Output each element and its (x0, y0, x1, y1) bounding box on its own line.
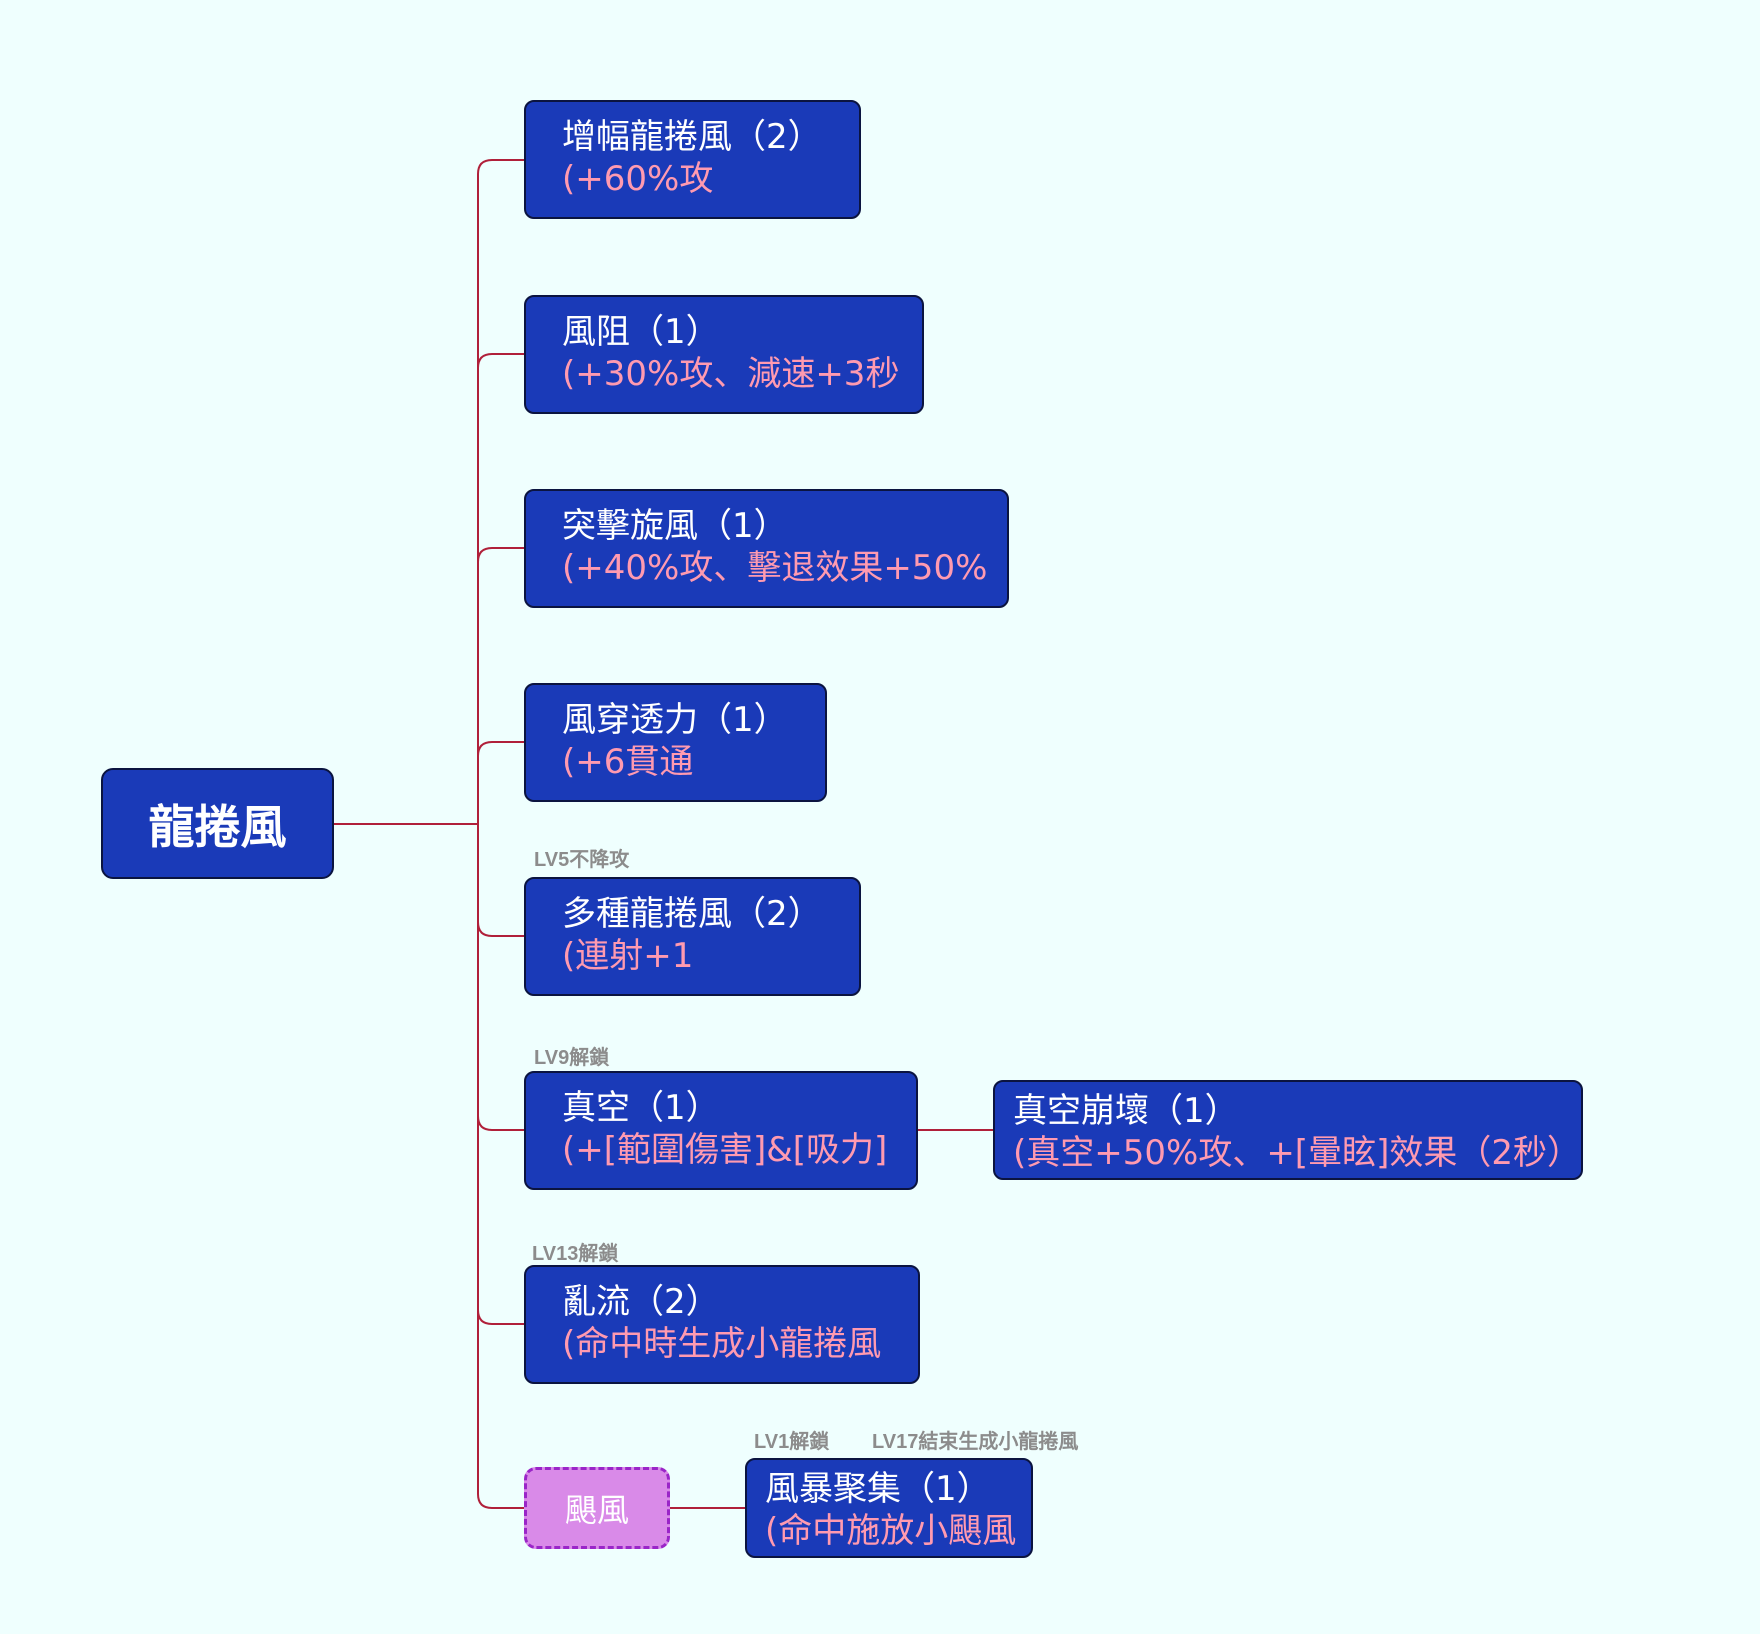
node-title: 真空（1） (562, 1088, 720, 1128)
node-title: 風暴聚集（1） (765, 1469, 991, 1509)
node-wind-resistance[interactable]: 風阻（1） (+30%攻、減速+3秒 (524, 295, 924, 414)
node-desc: (命中時生成小龍捲風 (562, 1324, 882, 1364)
node-storm-gather[interactable]: 風暴聚集（1） (命中施放小颶風 (745, 1458, 1033, 1558)
node-desc: (+30%攻、減速+3秒 (562, 354, 900, 394)
node-desc: (連射+1 (562, 936, 694, 976)
node-title: 風阻（1） (562, 312, 720, 352)
tag-lv5: LV5不降攻 (534, 849, 630, 871)
node-title: 增幅龍捲風（2） (562, 117, 822, 157)
node-title: 風穿透力（1） (562, 700, 788, 740)
tag-lv17: LV17結束生成小龍捲風 (872, 1431, 1079, 1453)
tag-lv13: LV13解鎖 (532, 1243, 619, 1265)
node-desc: (命中施放小颶風 (765, 1511, 1017, 1551)
node-turbulence[interactable]: 亂流（2） (命中時生成小龍捲風 (524, 1265, 920, 1384)
gust-node[interactable]: 颶風 (524, 1467, 670, 1549)
node-title: 多種龍捲風（2） (562, 894, 822, 934)
node-multi-tornado[interactable]: 多種龍捲風（2） (連射+1 (524, 877, 861, 996)
node-title: 真空崩壞（1） (1013, 1091, 1239, 1131)
root-label: 龍捲風 (148, 799, 287, 854)
node-assault-whirlwind[interactable]: 突擊旋風（1） (+40%攻、擊退效果+50% (524, 489, 1009, 608)
gust-label: 颶風 (564, 1491, 629, 1529)
node-desc: (+6貫通 (562, 742, 694, 782)
tag-lv1: LV1解鎖 (754, 1431, 830, 1453)
node-title: 突擊旋風（1） (562, 506, 788, 546)
node-title: 亂流（2） (562, 1282, 720, 1322)
node-wind-penetration[interactable]: 風穿透力（1） (+6貫通 (524, 683, 827, 802)
node-vacuum[interactable]: 真空（1） (+[範圍傷害]&[吸力] (524, 1071, 918, 1190)
tag-lv9: LV9解鎖 (534, 1047, 610, 1069)
node-desc: (+60%攻 (562, 159, 714, 199)
root-node[interactable]: 龍捲風 (101, 768, 334, 879)
node-desc: (+40%攻、擊退效果+50% (562, 548, 988, 588)
node-desc: (+[範圍傷害]&[吸力] (562, 1130, 888, 1170)
node-desc: (真空+50%攻、+[暈眩]效果（2秒） (1013, 1133, 1581, 1173)
node-amplified-tornado[interactable]: 增幅龍捲風（2） (+60%攻 (524, 100, 861, 219)
node-vacuum-collapse[interactable]: 真空崩壞（1） (真空+50%攻、+[暈眩]效果（2秒） (993, 1080, 1583, 1180)
